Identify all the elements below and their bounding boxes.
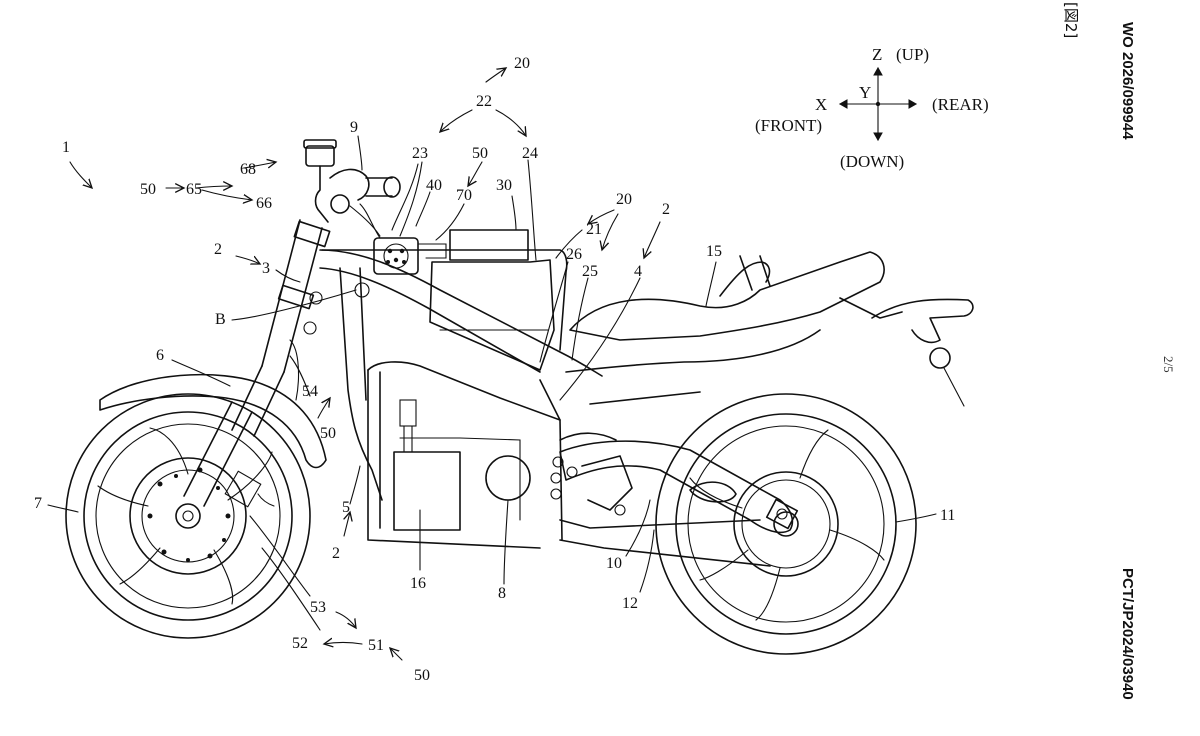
ref-label-20-top: 20 [514, 55, 530, 72]
ref-label-2-front: 2 [214, 241, 222, 258]
ref-label-54: 54 [302, 383, 318, 400]
axis-y-label: Y [859, 83, 871, 102]
brake-components [224, 339, 299, 508]
ref-label-53: 53 [310, 599, 326, 616]
ref-label-24: 24 [522, 145, 538, 162]
front-wheel [65, 393, 311, 639]
ref-label-7: 7 [34, 495, 42, 512]
front-fender [99, 373, 327, 469]
ref-label-23: 23 [412, 145, 428, 162]
ref-label-3: 3 [262, 260, 270, 277]
seat-and-tail [565, 251, 974, 407]
ref-label-26: 26 [566, 246, 582, 263]
ref-label-8: 8 [498, 585, 506, 602]
ref-label-15: 15 [706, 243, 722, 260]
ref-label-6: 6 [156, 347, 164, 364]
ref-label-4: 4 [634, 263, 642, 280]
ref-label-21: 21 [586, 221, 602, 238]
ref-label-20-mid: 20 [616, 191, 632, 208]
ref-label-1: 1 [62, 139, 70, 156]
ref-label-51: 51 [368, 637, 384, 654]
ref-label-40: 40 [426, 177, 442, 194]
axis-z-label: Z [872, 45, 882, 64]
ref-label-68: 68 [240, 161, 256, 178]
axis-cross [838, 66, 918, 142]
ref-label-50-connector: 50 [472, 145, 488, 162]
ref-label-16: 16 [410, 575, 426, 592]
ref-label-9: 9 [350, 119, 358, 136]
front-fork [183, 219, 331, 507]
ref-label-30: 30 [496, 177, 512, 194]
application-number: PCT/JP2024/03940 [1119, 568, 1136, 700]
ref-label-5: 5 [342, 499, 350, 516]
ref-label-70: 70 [456, 187, 472, 204]
main-frame [303, 249, 617, 549]
publication-number: WO 2026/099944 [1119, 22, 1136, 140]
ref-label-52: 52 [292, 635, 308, 652]
ref-label-50-bottom: 50 [414, 667, 430, 684]
power-unit [393, 399, 531, 531]
ref-label-2-lower: 2 [332, 545, 340, 562]
axis-rear-label: (REAR) [932, 95, 989, 114]
ref-label-11: 11 [940, 507, 955, 524]
ref-label-50-handle: 50 [140, 181, 156, 198]
axis-down-label: (DOWN) [840, 152, 904, 171]
ref-label-25: 25 [582, 263, 598, 280]
ref-label-B: B [215, 311, 226, 328]
ref-label-66: 66 [256, 195, 272, 212]
axis-up-label: (UP) [896, 45, 929, 64]
ref-label-10: 10 [606, 555, 622, 572]
battery-housing [359, 203, 555, 371]
handlebar-assembly [303, 139, 401, 237]
swingarm [550, 440, 799, 567]
axis-x-label: X [815, 95, 827, 114]
ref-label-50-fork: 50 [320, 425, 336, 442]
ref-label-2-rear: 2 [662, 201, 670, 218]
figure-label: [図2] [1062, 2, 1080, 39]
rear-wheel [655, 393, 917, 655]
leader-lines [47, 68, 937, 661]
ref-label-12: 12 [622, 595, 638, 612]
ref-label-65: 65 [186, 181, 202, 198]
page-number: 2/5 [1161, 356, 1176, 373]
ref-label-22: 22 [476, 93, 492, 110]
axis-front-label: (FRONT) [755, 116, 822, 135]
